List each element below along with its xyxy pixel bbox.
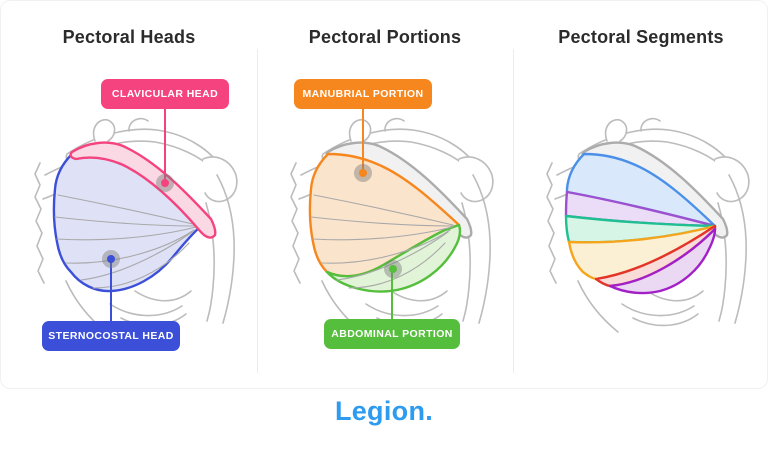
diagram-card: Pectoral Heads Pectoral Portions Pectora… <box>0 0 768 389</box>
marker-dot <box>359 169 367 177</box>
pectoral-segments-illustration <box>546 117 750 333</box>
panel-divider-right <box>513 49 514 373</box>
leader-line-sternocostal <box>110 259 112 321</box>
label-sternocostal-head: STERNOCOSTAL HEAD <box>42 321 180 351</box>
leader-line-clavicular <box>164 108 166 183</box>
marker-sternocostal-head <box>102 250 120 268</box>
pectoral-portions-illustration <box>290 117 494 333</box>
pectoral-heads-illustration <box>34 117 238 333</box>
marker-dot <box>161 179 169 187</box>
marker-abdominal-portion <box>384 260 402 278</box>
segment-6-region <box>608 227 717 295</box>
panel-title-heads: Pectoral Heads <box>62 27 196 47</box>
leader-line-abdominal <box>391 269 393 319</box>
marker-manubrial-portion <box>354 164 372 182</box>
sternocostal-head-region <box>52 152 206 293</box>
panel-title-portions: Pectoral Portions <box>308 27 462 47</box>
legion-logo: Legion. <box>334 396 434 426</box>
marker-dot <box>389 265 397 273</box>
leader-line-manubrial <box>362 108 364 173</box>
marker-clavicular-head <box>156 174 174 192</box>
panel-divider-left <box>257 49 258 373</box>
panel-title-segments: Pectoral Segments <box>558 27 724 47</box>
label-manubrial-portion: MANUBRIAL PORTION <box>294 79 432 109</box>
label-clavicular-head: CLAVICULAR HEAD <box>101 79 229 109</box>
label-abdominal-portion: ABDOMINAL PORTION <box>324 319 460 349</box>
marker-dot <box>107 255 115 263</box>
